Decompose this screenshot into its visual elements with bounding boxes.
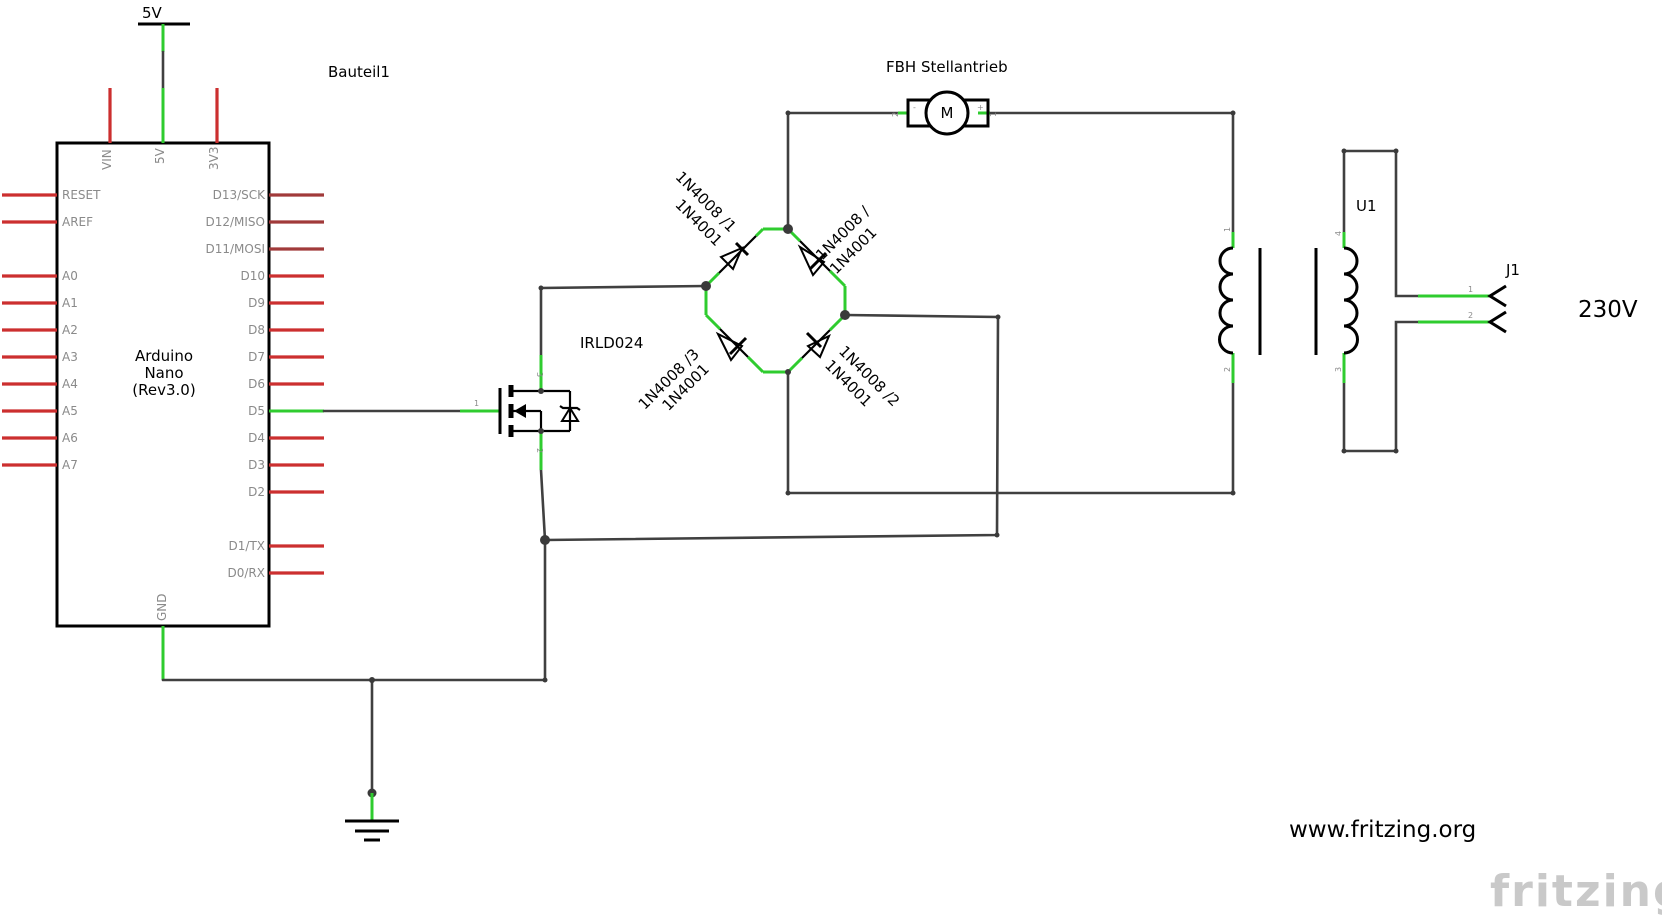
pin-label-d3: D3	[248, 458, 265, 472]
diode-3: 1N4008 /3 1N4001	[635, 286, 788, 415]
pin-label-3v3: 3V3	[207, 147, 221, 170]
pin-label-a0: A0	[62, 269, 78, 283]
transformer-pin-4: 4	[1334, 231, 1343, 236]
pin-label-a5: A5	[62, 404, 78, 418]
transformer-label: U1	[1356, 197, 1377, 215]
mosfet-label: IRLD024	[580, 334, 643, 352]
connector-pin-1: 1	[1468, 285, 1473, 294]
pin-label-d1: D1/TX	[229, 539, 265, 553]
pin-label-a2: A2	[62, 323, 78, 337]
arduino-title: Bauteil1	[328, 63, 390, 81]
arduino-name-3: (Rev3.0)	[132, 381, 195, 399]
fritzing-url: www.fritzing.org	[1289, 817, 1476, 843]
transformer-pin-2: 2	[1223, 367, 1232, 372]
pin-label-d8: D8	[248, 323, 265, 337]
pin-label-reset: RESET	[62, 188, 101, 202]
pin-label-a4: A4	[62, 377, 78, 391]
pin-label-aref: AREF	[62, 215, 93, 229]
mosfet-pin-source: 2	[535, 448, 544, 453]
pin-label-d0: D0/RX	[228, 566, 265, 580]
pin-label-vin: VIN	[100, 149, 114, 170]
pin-label-d6: D6	[248, 377, 265, 391]
transformer-u1: U1 1 2 4 3	[1218, 197, 1377, 383]
pin-label-d12: D12/MISO	[205, 215, 265, 229]
mosfet-irld024: IRLD024 1 3 2	[474, 334, 643, 470]
pin-label-d13: D13/SCK	[213, 188, 267, 202]
arduino-name-1: Arduino	[135, 347, 193, 365]
diode-1: 1N4008 /1 1N4001	[671, 168, 788, 288]
wires	[161, 110, 1420, 842]
pin-label-a1: A1	[62, 296, 78, 310]
pin-label-a3: A3	[62, 350, 78, 364]
fritzing-brand: fritzing	[1490, 866, 1662, 917]
connector-pin-2: 2	[1468, 311, 1473, 320]
supply-label: 5V	[142, 4, 163, 22]
supply-5v: 5V	[138, 4, 190, 90]
connector-j1: J1 1 2	[1418, 261, 1520, 334]
pin-label-d5: D5	[248, 404, 265, 418]
motor-pin-num-left: 2	[891, 112, 900, 117]
mosfet-pin-gate: 1	[474, 399, 479, 408]
motor-symbol: M	[941, 104, 954, 122]
pin-label-d10: D10	[240, 269, 265, 283]
arduino-name-2: Nano	[144, 364, 183, 382]
motor-label: FBH Stellantrieb	[886, 58, 1008, 76]
transformer-pin-3: 3	[1334, 367, 1343, 372]
pin-label-d11: D11/MOSI	[205, 242, 265, 256]
motor-fbh-stellantrieb: FBH Stellantrieb M - + 2 1	[886, 58, 1008, 136]
pin-label-a7: A7	[62, 458, 78, 472]
diode-4: 1N4008 /2 1N4001	[786, 313, 903, 411]
motor-pin-num-right: 1	[989, 112, 998, 117]
mosfet-pin-drain: 3	[535, 372, 544, 377]
transformer-pin-1: 1	[1223, 227, 1232, 232]
bridge-rectifier: 1N4008 /1 1N4001 1N4008 / 1N4001 1N4008 …	[635, 168, 904, 415]
pin-label-d2: D2	[248, 485, 265, 499]
mains-label: 230V	[1578, 297, 1638, 323]
motor-pin-minus: -	[913, 103, 916, 112]
pin-label-5v: 5V	[153, 147, 167, 164]
connector-label: J1	[1505, 261, 1520, 279]
arduino-nano: Bauteil1 Arduino Nano (Rev3.0) VIN 5V 3V…	[2, 63, 390, 680]
pin-label-d9: D9	[248, 296, 265, 310]
pin-label-d7: D7	[248, 350, 265, 364]
pin-label-d4: D4	[248, 431, 265, 445]
pin-label-gnd: GND	[155, 593, 169, 621]
motor-pin-plus: +	[977, 103, 984, 112]
diode-2: 1N4008 / 1N4001	[786, 202, 881, 315]
pin-label-a6: A6	[62, 431, 78, 445]
